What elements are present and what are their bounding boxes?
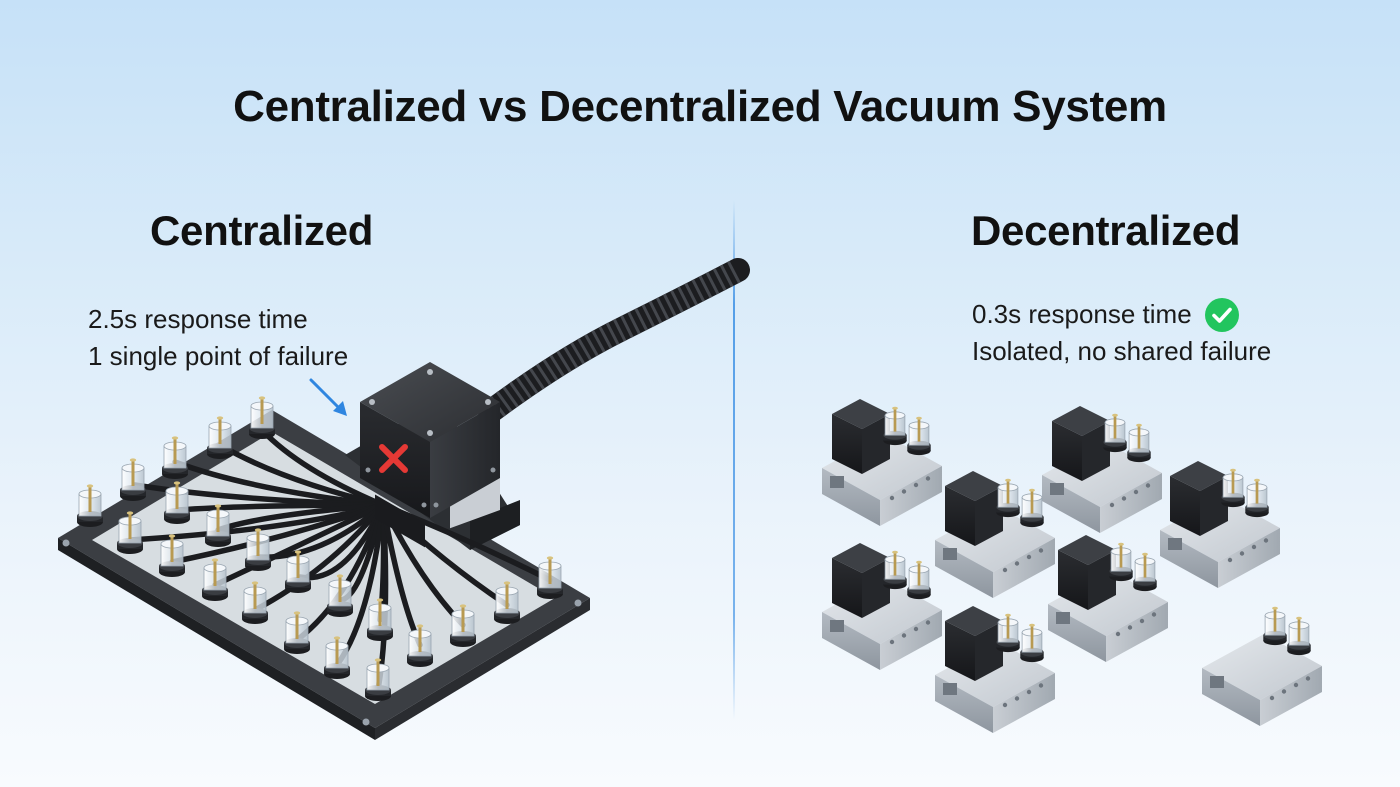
suction-cup [537,556,563,599]
suction-cup [996,613,1020,653]
suction-cup [1109,542,1133,582]
suction-cup [1263,606,1287,646]
vacuum-generator-unit [1160,461,1280,588]
vacuum-generator-unit [822,543,942,670]
suction-cup [407,624,433,667]
centralized-response-time: 2.5s response time [88,304,308,334]
vacuum-generator-unit [1202,606,1322,726]
suction-cup [202,558,228,601]
suction-cup [245,528,271,571]
suction-cup [907,560,931,600]
centralized-system-illustration [58,258,750,740]
centralized-failure-point: 1 single point of failure [88,341,349,371]
suction-cup [883,550,907,590]
suction-cups [77,396,563,701]
vacuum-generator-unit [935,606,1055,733]
vacuum-generator-units [822,399,1322,733]
suction-cup [162,436,188,479]
suction-cup [996,478,1020,518]
suction-cup [494,581,520,624]
suction-cup [324,636,350,679]
suction-cup [207,416,233,459]
suction-cup [1020,623,1044,663]
suction-cup [120,458,146,501]
suction-cup [365,658,391,701]
suction-cup [1287,616,1311,656]
centralized-metrics: 2.5s response time 1 single point of fai… [88,301,348,375]
green-check-icon [1204,297,1239,332]
vacuum-generator-unit [935,471,1055,598]
corrugated-supply-hose [478,258,750,424]
suction-cup [159,534,185,577]
centralized-heading: Centralized [150,207,374,254]
decentralized-metrics: 0.3s response time Isolated, no shared f… [972,296,1271,370]
suction-cup [285,550,311,593]
suction-cup [883,406,907,446]
suction-cup [907,416,931,456]
suction-cup [1127,423,1151,463]
suction-cup [77,484,103,527]
suction-cup [1103,413,1127,453]
decentralized-system-illustration [822,399,1322,733]
suction-cup [1020,488,1044,528]
suction-cup [242,581,268,624]
blue-arrow-icon [309,378,347,416]
decentralized-heading: Decentralized [971,207,1241,254]
suction-cup [367,598,393,641]
decentralized-response-time: 0.3s response time [972,299,1192,329]
suction-cup [1221,468,1245,508]
failure-x-icon [379,444,408,473]
suction-cup [327,574,353,617]
suction-cup [117,511,143,554]
decentralized-failure-isolation: Isolated, no shared failure [972,336,1272,366]
decentralized-response-time-row: 0.3s response time [972,296,1271,333]
vacuum-generator-unit [822,399,942,526]
suction-cup [164,481,190,524]
suction-cup [284,611,310,654]
page-title: Centralized vs Decentralized Vacuum Syst… [233,82,1167,131]
vacuum-generator-unit [1048,535,1168,662]
suction-cup [249,396,275,439]
suction-cup [1133,552,1157,592]
suction-cup [450,604,476,647]
vacuum-generator-unit [1042,406,1162,533]
suction-cup [1245,478,1269,518]
panel-divider [733,200,735,720]
suction-cup [205,504,231,547]
